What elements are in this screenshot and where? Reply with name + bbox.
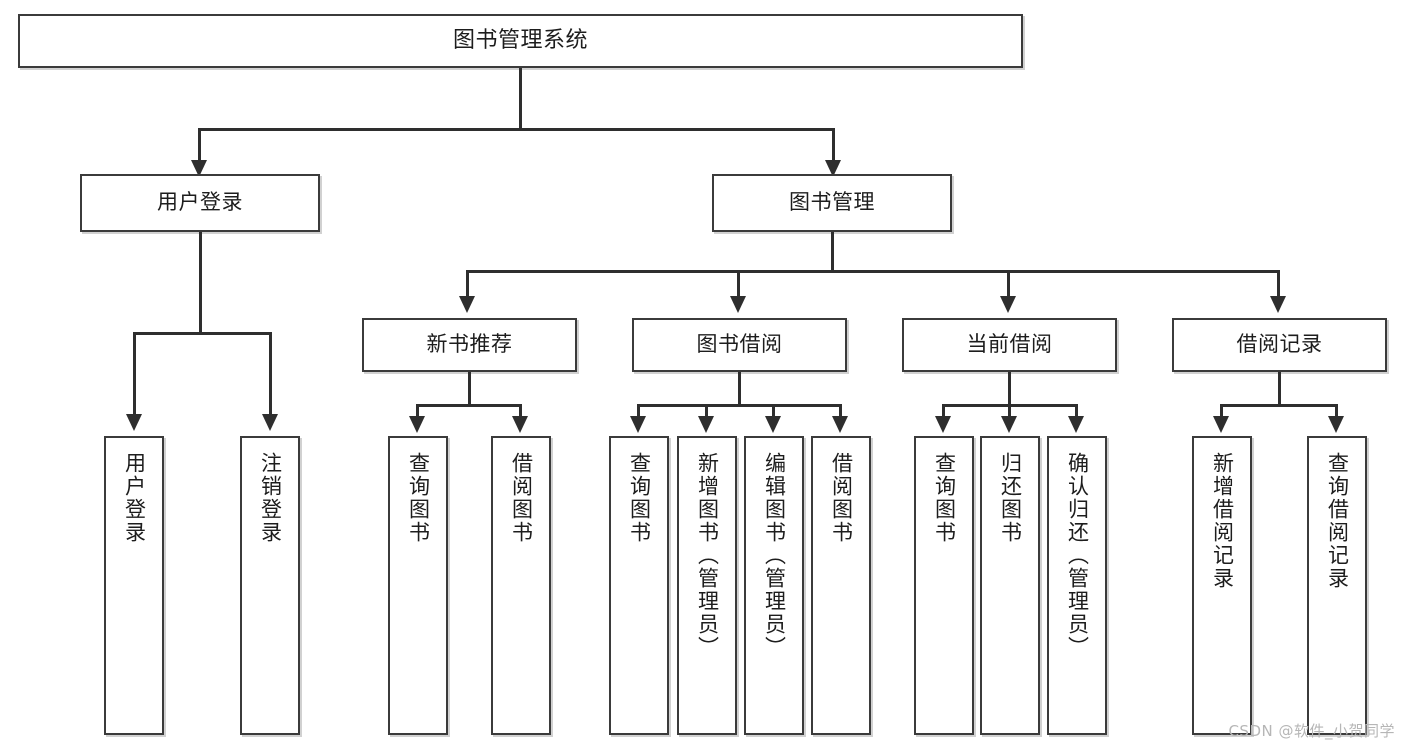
edge-book-mgmt-to-book-borrow bbox=[737, 270, 740, 302]
leaf-current-borrow-0[interactable]: 查询图书 bbox=[914, 436, 974, 735]
edge-book-borrow-stem bbox=[738, 372, 741, 406]
leaf-new-book-0[interactable]: 查询图书 bbox=[388, 436, 448, 735]
leaf-current-borrow-1-label: 归还图书 bbox=[998, 452, 1023, 544]
arrow-book-mgmt-to-current-borrow bbox=[1000, 296, 1016, 313]
arrow-borrow-record-to-leaf-1 bbox=[1328, 416, 1344, 433]
node-book-borrow-label: 图书借阅 bbox=[696, 332, 783, 357]
edge-borrow-record-to-leaf-1 bbox=[1335, 404, 1338, 422]
edge-current-borrow-to-leaf-0 bbox=[942, 404, 945, 422]
leaf-borrow-record-1-label: 查询借阅记录 bbox=[1325, 452, 1350, 590]
edge-borrow-record-to-leaf-0 bbox=[1220, 404, 1223, 422]
node-user-login[interactable]: 用户登录 bbox=[80, 174, 320, 232]
edge-current-borrow-stem bbox=[1008, 372, 1011, 406]
edge-book-borrow-to-leaf-2 bbox=[772, 404, 775, 422]
leaf-borrow-record-0-label: 新增借阅记录 bbox=[1210, 452, 1235, 590]
leaf-new-book-0-label: 查询图书 bbox=[406, 452, 431, 544]
arrow-current-borrow-to-leaf-2 bbox=[1068, 416, 1084, 433]
arrow-book-borrow-to-leaf-2 bbox=[765, 416, 781, 433]
arrow-root-to-user-login bbox=[191, 160, 207, 177]
edge-book-mgmt-to-new-book bbox=[466, 270, 469, 302]
node-new-book-recommend[interactable]: 新书推荐 bbox=[362, 318, 577, 372]
leaf-user-login-1[interactable]: 注销登录 bbox=[240, 436, 300, 735]
edge-root-stem bbox=[519, 68, 522, 130]
leaf-book-borrow-2[interactable]: 编辑图书（管理员） bbox=[744, 436, 804, 735]
node-borrow-record-label: 借阅记录 bbox=[1236, 332, 1323, 357]
edge-book-mgmt-to-borrow-record bbox=[1277, 270, 1280, 302]
leaf-current-borrow-2[interactable]: 确认归还（管理员） bbox=[1047, 436, 1107, 735]
leaf-book-borrow-3-label: 借阅图书 bbox=[829, 452, 854, 544]
node-current-borrow[interactable]: 当前借阅 bbox=[902, 318, 1117, 372]
node-root-label: 图书管理系统 bbox=[452, 27, 588, 53]
arrow-book-mgmt-to-borrow-record bbox=[1270, 296, 1286, 313]
edge-current-borrow-to-leaf-1 bbox=[1008, 404, 1011, 422]
node-new-book-recommend-label: 新书推荐 bbox=[426, 332, 513, 357]
edge-user-login-to-leaf-1 bbox=[269, 332, 272, 420]
node-borrow-record[interactable]: 借阅记录 bbox=[1172, 318, 1387, 372]
arrow-book-borrow-to-leaf-1 bbox=[698, 416, 714, 433]
arrow-book-mgmt-to-new-book bbox=[459, 296, 475, 313]
leaf-borrow-record-0[interactable]: 新增借阅记录 bbox=[1192, 436, 1252, 735]
node-book-borrow[interactable]: 图书借阅 bbox=[632, 318, 847, 372]
node-user-login-label: 用户登录 bbox=[157, 190, 243, 215]
edge-root-to-user-login bbox=[198, 128, 201, 166]
edge-new-book-to-leaf-0 bbox=[416, 404, 419, 422]
arrow-current-borrow-to-leaf-1 bbox=[1001, 416, 1017, 433]
edge-borrow-record-stem bbox=[1278, 372, 1281, 406]
leaf-new-book-1-label: 借阅图书 bbox=[509, 452, 534, 544]
leaf-book-borrow-3[interactable]: 借阅图书 bbox=[811, 436, 871, 735]
arrow-root-to-book-mgmt bbox=[825, 160, 841, 177]
leaf-current-borrow-1[interactable]: 归还图书 bbox=[980, 436, 1040, 735]
leaf-new-book-1[interactable]: 借阅图书 bbox=[491, 436, 551, 735]
edge-new-book-bus bbox=[416, 404, 522, 407]
node-book-management[interactable]: 图书管理 bbox=[712, 174, 952, 232]
edge-book-mgmt-to-current-borrow bbox=[1007, 270, 1010, 302]
leaf-current-borrow-0-label: 查询图书 bbox=[932, 452, 957, 544]
arrow-current-borrow-to-leaf-0 bbox=[935, 416, 951, 433]
leaf-user-login-0-label: 用户登录 bbox=[122, 452, 147, 544]
edge-root-to-book-mgmt bbox=[832, 128, 835, 166]
leaf-borrow-record-1[interactable]: 查询借阅记录 bbox=[1307, 436, 1367, 735]
leaf-user-login-1-label: 注销登录 bbox=[258, 452, 283, 544]
arrow-new-book-to-leaf-1 bbox=[512, 416, 528, 433]
edge-book-borrow-to-leaf-3 bbox=[839, 404, 842, 422]
arrow-borrow-record-to-leaf-0 bbox=[1213, 416, 1229, 433]
edge-user-login-stem bbox=[199, 232, 202, 334]
edge-book-borrow-bus bbox=[637, 404, 842, 407]
edge-user-login-to-leaf-0 bbox=[133, 332, 136, 420]
edge-new-book-stem bbox=[468, 372, 471, 406]
node-current-borrow-label: 当前借阅 bbox=[966, 332, 1053, 357]
leaf-book-borrow-1-label: 新增图书（管理员） bbox=[695, 452, 720, 659]
arrow-user-login-to-leaf-0 bbox=[126, 414, 142, 431]
leaf-book-borrow-2-label: 编辑图书（管理员） bbox=[762, 452, 787, 659]
leaf-book-borrow-0-label: 查询图书 bbox=[627, 452, 652, 544]
arrow-new-book-to-leaf-0 bbox=[409, 416, 425, 433]
edge-book-borrow-to-leaf-1 bbox=[705, 404, 708, 422]
edge-book-mgmt-stem bbox=[831, 232, 834, 272]
arrow-user-login-to-leaf-1 bbox=[262, 414, 278, 431]
edge-borrow-record-bus bbox=[1220, 404, 1338, 407]
leaf-book-borrow-0[interactable]: 查询图书 bbox=[609, 436, 669, 735]
edge-book-borrow-to-leaf-0 bbox=[637, 404, 640, 422]
leaf-user-login-0[interactable]: 用户登录 bbox=[104, 436, 164, 735]
edge-root-bus bbox=[198, 128, 835, 131]
edge-new-book-to-leaf-1 bbox=[519, 404, 522, 422]
edge-book-mgmt-bus bbox=[466, 270, 1280, 273]
arrow-book-borrow-to-leaf-3 bbox=[832, 416, 848, 433]
node-root[interactable]: 图书管理系统 bbox=[18, 14, 1023, 68]
leaf-book-borrow-1[interactable]: 新增图书（管理员） bbox=[677, 436, 737, 735]
edge-current-borrow-to-leaf-2 bbox=[1075, 404, 1078, 422]
arrow-book-borrow-to-leaf-0 bbox=[630, 416, 646, 433]
edge-user-login-bus bbox=[133, 332, 269, 335]
leaf-current-borrow-2-label: 确认归还（管理员） bbox=[1065, 452, 1090, 659]
arrow-book-mgmt-to-book-borrow bbox=[730, 296, 746, 313]
node-book-management-label: 图书管理 bbox=[789, 190, 875, 215]
